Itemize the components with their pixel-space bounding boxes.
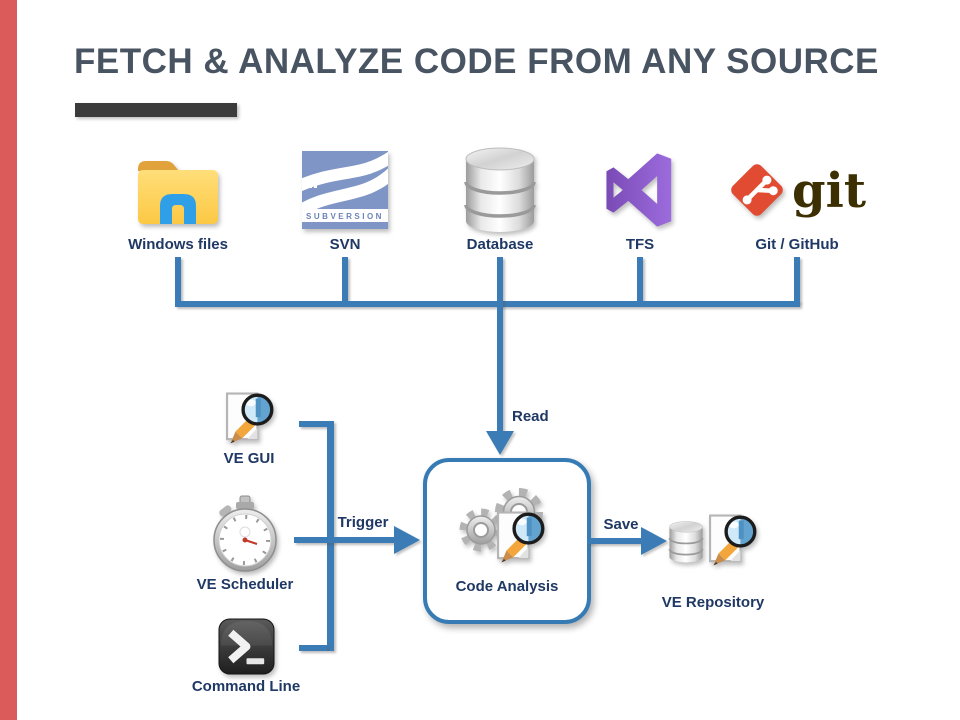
trigger-node-command-line: Command Line (186, 616, 306, 695)
source-label: SVN (329, 236, 361, 253)
output-label: VE Repository (661, 594, 765, 611)
trigger-label: VE Scheduler (196, 576, 294, 593)
trigger-node-ve-scheduler: VE Scheduler (185, 494, 305, 593)
connector-read-line (497, 257, 503, 433)
source-label: Database (466, 236, 534, 253)
git-logo: git (728, 146, 866, 234)
save-arrow-line (587, 538, 643, 544)
connector-stub-windows (175, 257, 181, 303)
svg-text:SUBVERSION: SUBVERSION (306, 212, 384, 221)
source-node-database: Database (430, 146, 570, 253)
code-analysis-box: Code Analysis (423, 458, 591, 624)
terminal-icon (217, 616, 275, 676)
trigger-label: VE GUI (223, 450, 275, 467)
read-arrowhead-icon (486, 431, 514, 455)
database-cylinder-icon (461, 146, 539, 234)
process-label: Code Analysis (455, 577, 559, 595)
trigger-arrow-line (294, 537, 396, 543)
save-arrowhead-icon (641, 527, 667, 555)
connector-bus-bar (175, 301, 800, 307)
database-magnifier-icon (667, 492, 759, 592)
source-label: TFS (625, 236, 655, 253)
page-title: FETCH & ANALYZE CODE FROM ANY SOURCE (74, 42, 879, 81)
trigger-arrowhead-icon (394, 526, 420, 554)
source-node-tfs: TFS (570, 146, 710, 253)
gears-magnifier-icon (459, 487, 555, 576)
trigger-node-ve-gui: VE GUI (189, 388, 309, 467)
connector-stub-git (794, 257, 800, 303)
edge-label-read: Read (512, 408, 549, 425)
document-magnifier-icon (705, 511, 759, 574)
source-label: Windows files (128, 236, 228, 253)
connector-stub-svn (342, 257, 348, 303)
connector-stub-tfs (637, 257, 643, 303)
trigger-label: Command Line (191, 678, 301, 695)
slide-accent-strip (0, 0, 17, 720)
stopwatch-icon (210, 494, 280, 574)
edge-label-save: Save (603, 516, 639, 533)
document-magnifier-icon (222, 388, 276, 448)
source-node-svn: SUBVERSION SVN (275, 146, 415, 253)
git-wordmark: git (792, 163, 866, 219)
bracket-top-segment (299, 421, 327, 427)
bracket-bottom-segment (299, 645, 327, 651)
visual-studio-icon (601, 146, 679, 234)
output-node-ve-repository: VE Repository (651, 492, 775, 611)
subversion-icon: SUBVERSION (302, 146, 388, 234)
source-node-windows-files: Windows files (108, 146, 248, 253)
git-icon (731, 164, 783, 216)
bracket-vertical-segment (327, 421, 334, 651)
edge-label-trigger: Trigger (337, 514, 389, 531)
source-node-git: git Git / GitHub (727, 146, 867, 253)
windows-folder-icon (133, 146, 223, 234)
source-label: Git / GitHub (755, 236, 839, 253)
title-underline-bar (75, 103, 237, 117)
document-magnifier-icon (493, 508, 547, 571)
